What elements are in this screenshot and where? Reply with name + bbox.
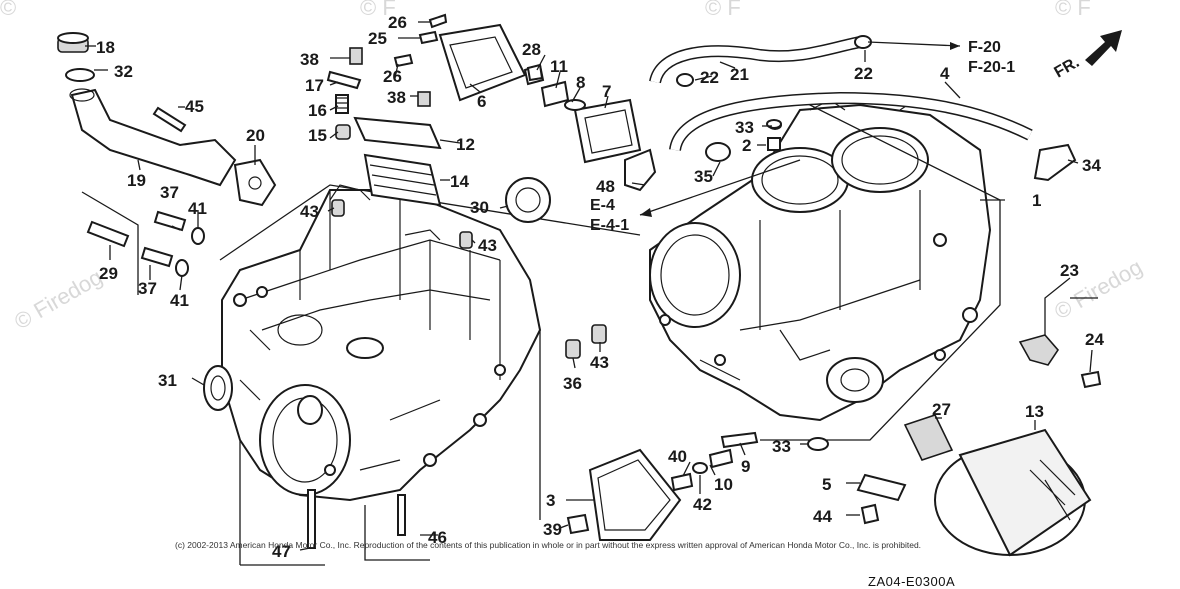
callout-19: 19: [127, 171, 146, 190]
ref-e-4-1: E-4-1: [590, 217, 629, 234]
filler-gasket: [233, 158, 277, 207]
callout-39: 39: [543, 520, 562, 539]
callout-24: 24: [1085, 330, 1104, 349]
callout-22b: 22: [854, 64, 873, 83]
ref-f-20: F-20: [968, 39, 1001, 56]
callout-6: 6: [477, 92, 486, 111]
svg-text:©: ©: [0, 0, 16, 20]
leader-lines: [85, 21, 1098, 551]
callout-37a: 37: [160, 183, 179, 202]
callout-14: 14: [450, 172, 469, 191]
callout-5: 5: [822, 475, 831, 494]
callout-37b: 37: [138, 279, 157, 298]
front-direction-arrow: FR.: [1052, 30, 1122, 82]
callout-15: 15: [308, 126, 327, 145]
callout-22a: 22: [700, 68, 719, 87]
callout-9: 9: [741, 457, 750, 476]
case-outline-lower: [239, 330, 541, 566]
oil-filler-cap: [57, 32, 89, 53]
drawing-code: ZA04-E0300A: [868, 574, 956, 589]
callout-16: 16: [308, 101, 327, 120]
crankcase-left: [221, 184, 542, 502]
cover-3: [588, 448, 682, 541]
callout-21: 21: [730, 65, 749, 84]
callout-38b: 38: [387, 88, 406, 107]
callout-20: 20: [246, 126, 265, 145]
callout-28: 28: [522, 40, 541, 59]
callout-47: 47: [272, 542, 291, 561]
callout-labels: 1 2 3 4 5 6 7 8 9 10 11 12 13 14 15 16 1…: [96, 13, 1104, 561]
callout-27: 27: [932, 400, 951, 419]
breather-cover: [438, 23, 527, 102]
callout-13: 13: [1025, 402, 1044, 421]
callout-18: 18: [96, 38, 115, 57]
callout-33a: 33: [735, 118, 754, 137]
callout-12: 12: [456, 135, 475, 154]
svg-text:© F: © F: [1055, 0, 1091, 20]
callout-2: 2: [742, 136, 751, 155]
callout-32: 32: [114, 62, 133, 81]
oil-filler-pipe: [70, 88, 237, 187]
callout-31: 31: [158, 371, 177, 390]
svg-text:© F: © F: [705, 0, 741, 20]
callout-45: 45: [185, 97, 204, 116]
callout-29: 29: [99, 264, 118, 283]
svg-text:© Firedog: © Firedog: [10, 264, 106, 334]
clip-48: [624, 148, 657, 192]
breather-plate: [353, 116, 442, 150]
oil-seal-30: [505, 177, 551, 223]
callout-38a: 38: [300, 50, 319, 69]
callout-34: 34: [1082, 156, 1101, 175]
callout-48: 48: [596, 177, 615, 196]
ref-e-4: E-4: [590, 197, 615, 214]
cylinder-block: [649, 99, 992, 422]
bracket-34: [1033, 143, 1077, 182]
callout-26a: 26: [388, 13, 407, 32]
callout-43b: 43: [478, 236, 497, 255]
cover-7: [573, 98, 642, 164]
callout-44: 44: [813, 507, 832, 526]
block-outline: [760, 99, 1001, 441]
callout-33b: 33: [772, 437, 791, 456]
callout-41b: 41: [170, 291, 189, 310]
callout-41a: 41: [188, 199, 207, 218]
callout-17: 17: [305, 76, 324, 95]
callout-7: 7: [602, 82, 611, 101]
front-label: FR.: [1052, 54, 1083, 82]
callout-42: 42: [693, 495, 712, 514]
callout-46: 46: [428, 528, 447, 547]
callout-30: 30: [470, 198, 489, 217]
svg-text:© F: © F: [360, 0, 396, 20]
ref-arrow-f20: [867, 41, 961, 47]
callout-40: 40: [668, 447, 687, 466]
callout-1: 1: [1032, 191, 1041, 210]
filter-nipple: [903, 414, 954, 461]
o-ring-32: [65, 68, 95, 82]
callout-43c: 43: [590, 353, 609, 372]
callout-25: 25: [368, 29, 387, 48]
drain-plug: [1018, 334, 1060, 366]
ref-arrow-e4: [639, 159, 801, 216]
callout-11: 11: [550, 57, 568, 76]
callout-10: 10: [714, 475, 733, 494]
ref-f-20-1: F-20-1: [968, 59, 1015, 76]
callout-3: 3: [546, 491, 555, 510]
callout-26b: 26: [383, 67, 402, 86]
callout-23: 23: [1060, 261, 1079, 280]
callout-8: 8: [576, 73, 585, 92]
bolt-45: [152, 106, 187, 133]
callout-35: 35: [694, 167, 713, 186]
copyright-notice: (c) 2002-2013 American Honda Motor Co., …: [175, 540, 922, 550]
callout-43a: 43: [300, 202, 319, 221]
oil-seal-31: [203, 365, 233, 411]
callout-4: 4: [940, 64, 950, 83]
callout-36: 36: [563, 374, 582, 393]
